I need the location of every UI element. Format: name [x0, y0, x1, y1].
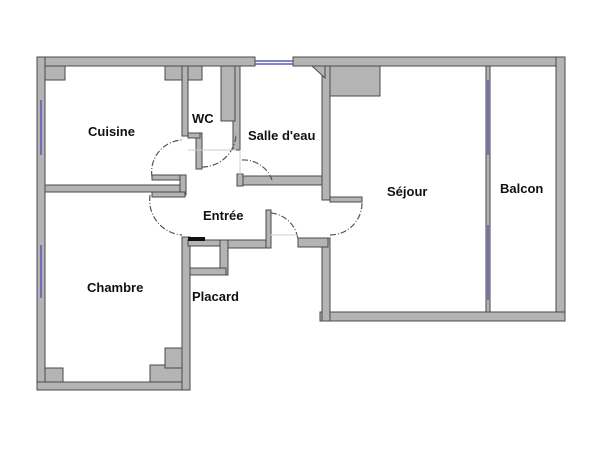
room-label-chambre: Chambre [87, 280, 144, 295]
room-label-cuisine: Cuisine [88, 124, 135, 139]
room-label-wc: WC [192, 111, 214, 126]
room-label-entree: Entrée [203, 208, 244, 223]
windows [40, 60, 489, 300]
room-label-placard: Placard [192, 289, 239, 304]
doors [149, 133, 363, 241]
walls [36, 56, 566, 391]
room-label-sejour: Séjour [387, 184, 428, 199]
room-label-balcon: Balcon [500, 181, 544, 196]
room-label-salle-deau: Salle d'eau [248, 128, 316, 143]
radiator [188, 237, 205, 241]
